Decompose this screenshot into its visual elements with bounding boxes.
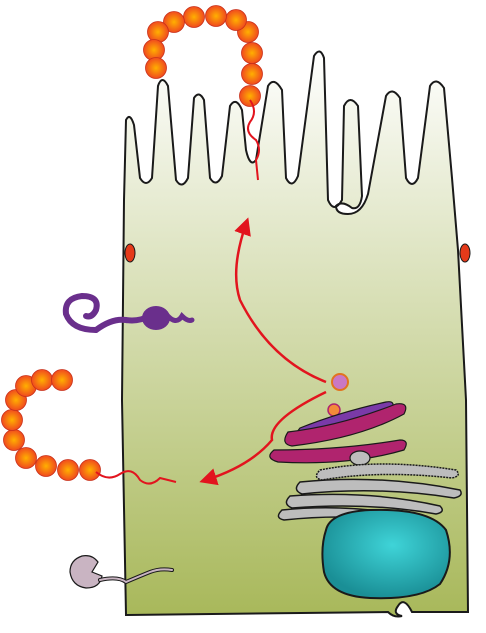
apical-bead [241, 42, 263, 64]
er-cisterna-magenta-1 [284, 403, 407, 447]
apical-bead [241, 63, 263, 85]
apical-glycan-chain [143, 5, 263, 107]
golgi-apparatus [277, 450, 462, 521]
vesicle-upper [331, 373, 349, 391]
apical-bead [145, 57, 167, 79]
apical-bead [225, 9, 247, 31]
arrow-to-apical [234, 217, 327, 384]
apical-bead [183, 6, 205, 28]
nucleus [321, 508, 451, 600]
basolateral-bead [51, 369, 73, 391]
basolateral-bead [57, 459, 79, 481]
receptor-molecule [69, 555, 174, 589]
arrow-to-basolateral [199, 390, 327, 486]
apical-bead [239, 85, 261, 107]
tight-junction-left [124, 243, 136, 263]
basolateral-bead [35, 455, 57, 477]
basolateral-bead [31, 369, 53, 391]
er-cisterna-magenta-2 [269, 439, 407, 464]
tight-junction-right [459, 243, 471, 263]
basolateral-stalk [95, 470, 177, 485]
apical-stalk [247, 99, 260, 181]
basolateral-bead [3, 429, 25, 451]
basolateral-bead [15, 447, 37, 469]
basolateral-bead [1, 409, 23, 431]
apical-bead [205, 5, 227, 27]
apical-bead [147, 21, 169, 43]
purple-ligand-molecule [62, 292, 195, 333]
basolateral-bead [79, 459, 101, 481]
basolateral-glycan-chain [1, 369, 101, 481]
apical-bead [163, 11, 185, 33]
